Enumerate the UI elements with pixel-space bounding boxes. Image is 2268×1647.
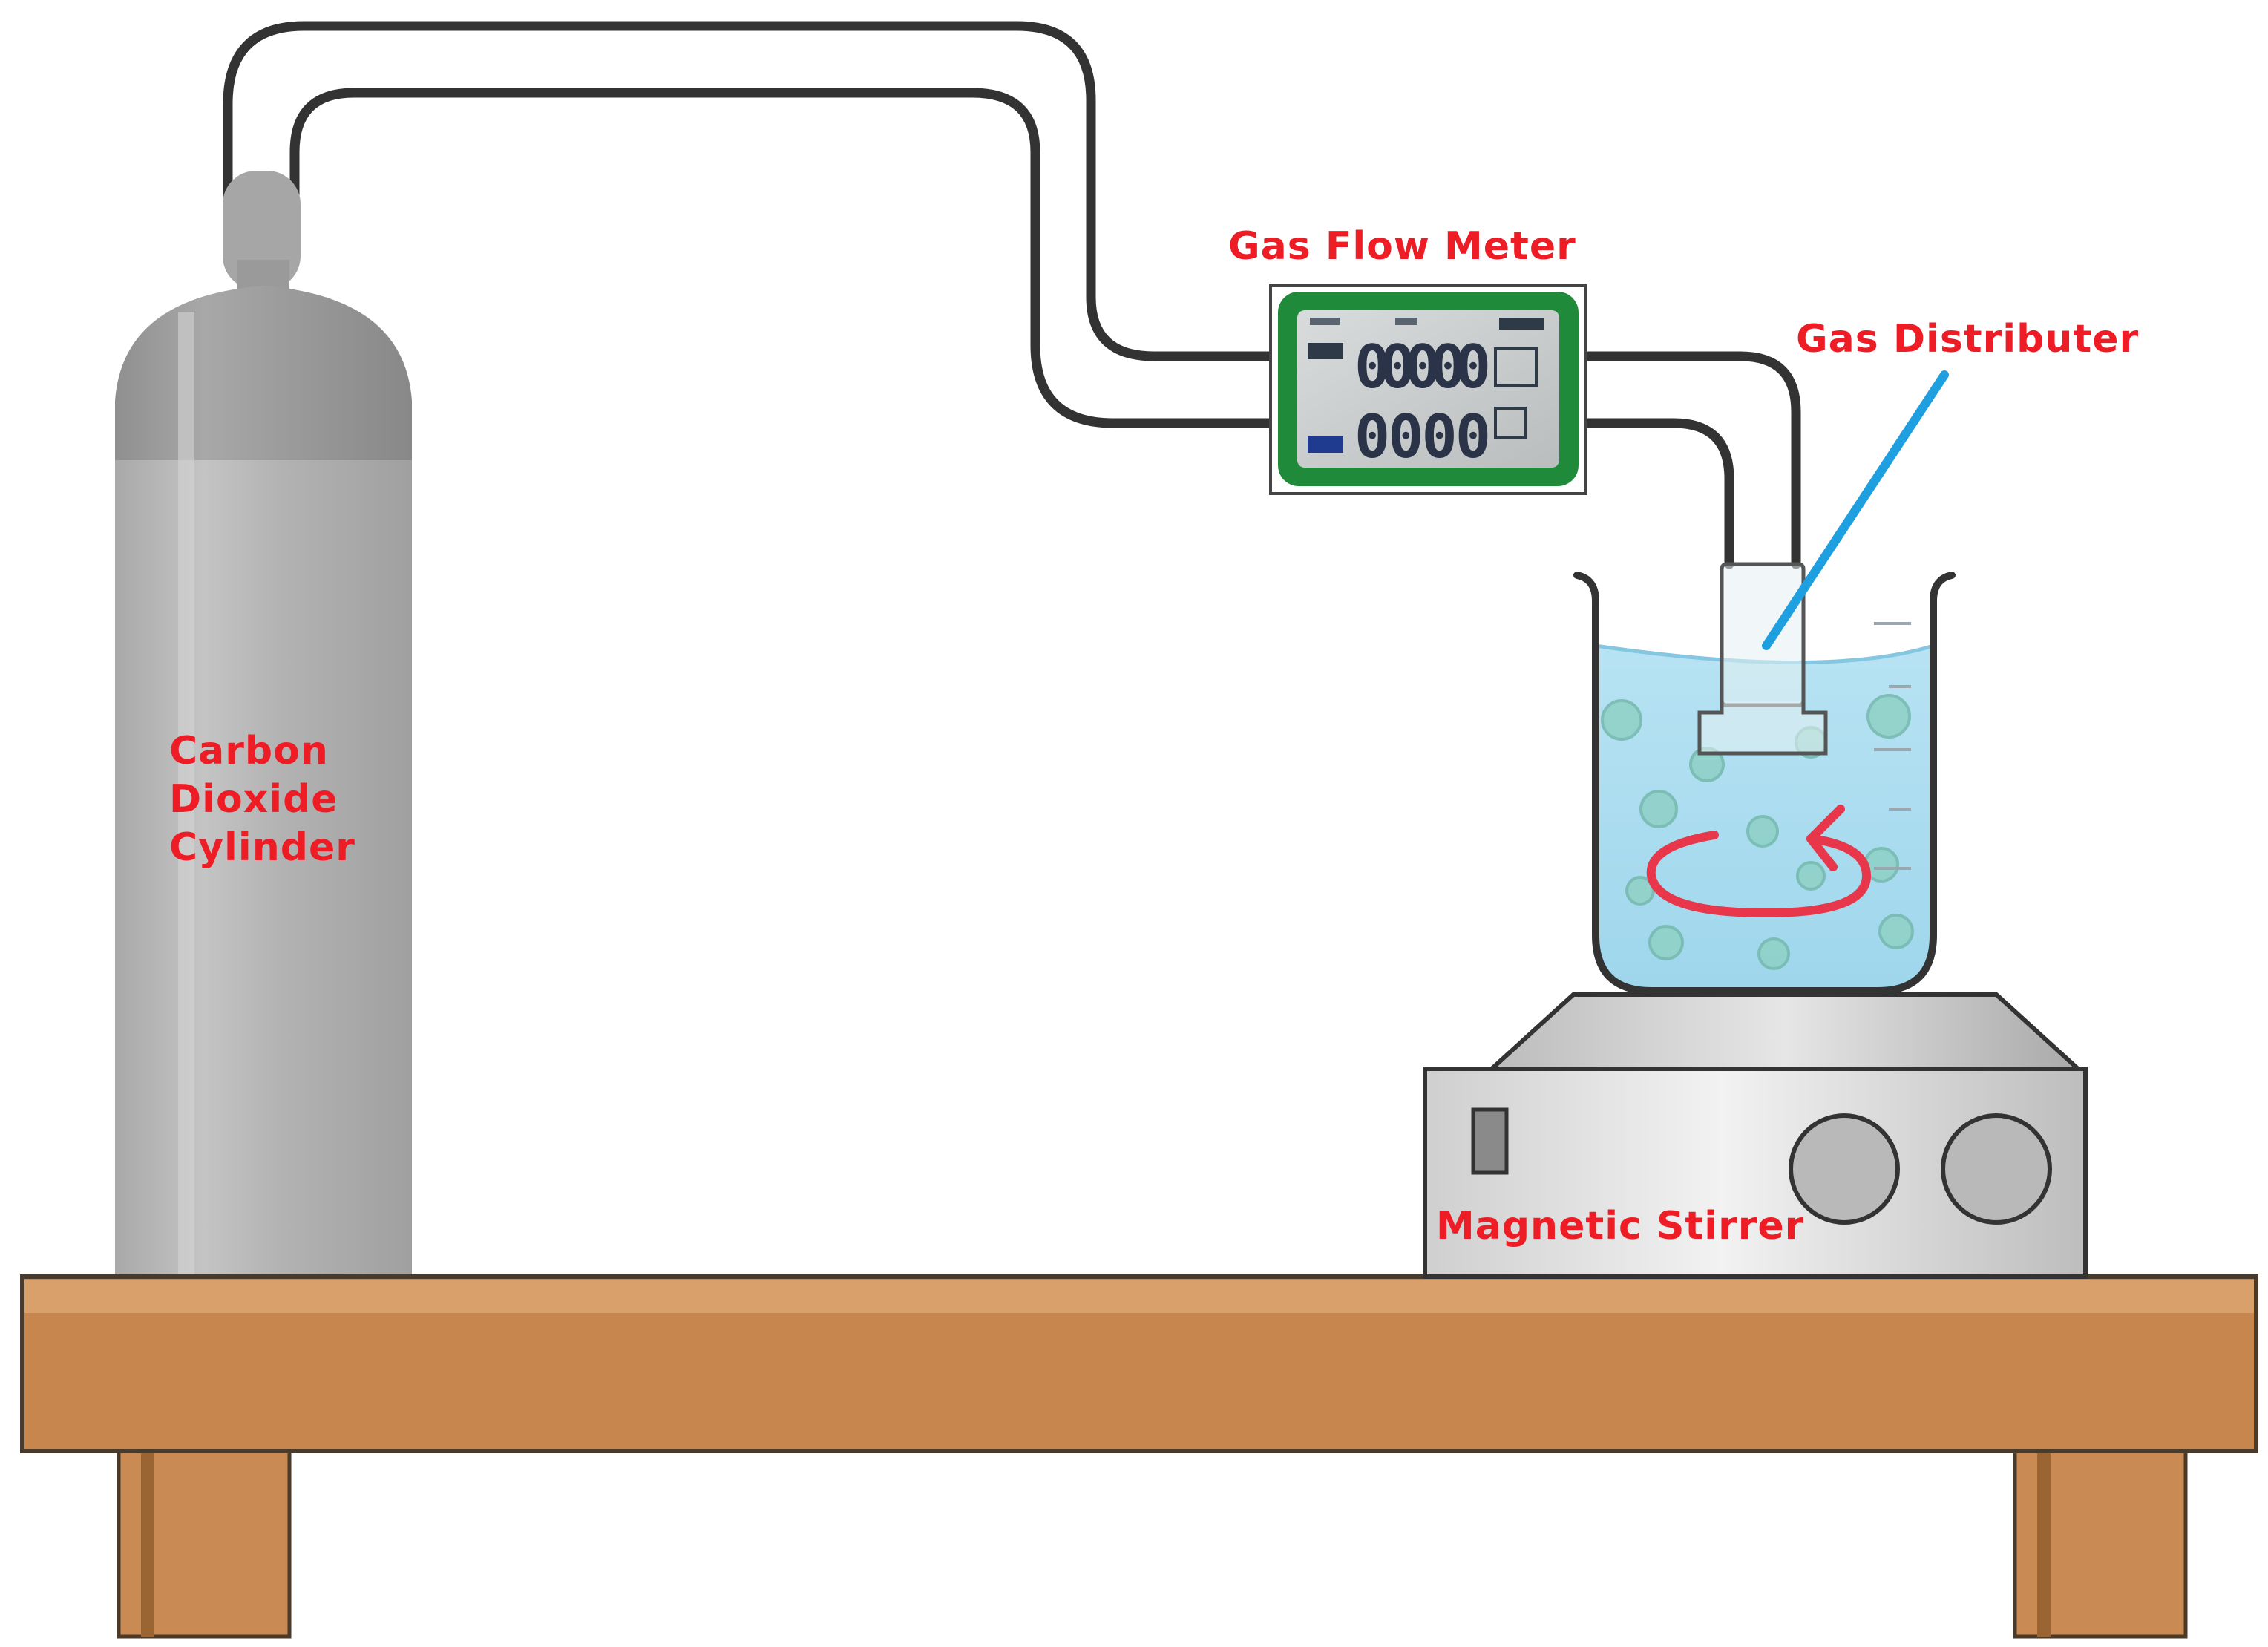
gas-tube-outlet [1583, 351, 1801, 569]
lab-table [20, 1274, 2258, 1639]
magnetic-stirrer [1423, 992, 2088, 1279]
stirrer-switch [1471, 1107, 1509, 1175]
cylinder-label: Carbon Dioxide Cylinder [169, 727, 355, 872]
meter-screen [1297, 310, 1559, 468]
stirrer-plate [1486, 992, 2084, 1071]
flow-meter-label: Gas Flow Meter [1228, 224, 1576, 269]
cylinder-neck [237, 260, 289, 289]
stirrer-knob-speed [1789, 1113, 1900, 1225]
beaker-glass [1573, 572, 1956, 995]
stirrer-label: Magnetic Stirrer [1436, 1204, 1805, 1248]
cylinder-label-line-3: Cylinder [169, 825, 355, 870]
stirrer-knob-heat [1941, 1113, 2052, 1225]
gas-tube-inlet [223, 21, 1282, 428]
distributer-pointer [1762, 370, 1949, 650]
distributer-label: Gas Distributer [1796, 317, 2140, 361]
cylinder-label-line-2: Dioxide [169, 777, 338, 822]
gas-distributer [1697, 562, 1828, 756]
meter-readout-bottom: 0000 [1354, 402, 1488, 471]
carbon-dioxide-cylinder [115, 171, 412, 1277]
cylinder-shoulder [115, 286, 412, 460]
cylinder-label-line-1: Carbon [169, 729, 329, 773]
beaker-graduations [1874, 622, 1911, 870]
circular-arrow-icon [1646, 805, 1871, 917]
meter-readout-top: 00000 [1354, 333, 1488, 402]
cylinder-body [115, 460, 412, 1277]
gas-flow-meter: 00000 0000 [1269, 284, 1587, 495]
